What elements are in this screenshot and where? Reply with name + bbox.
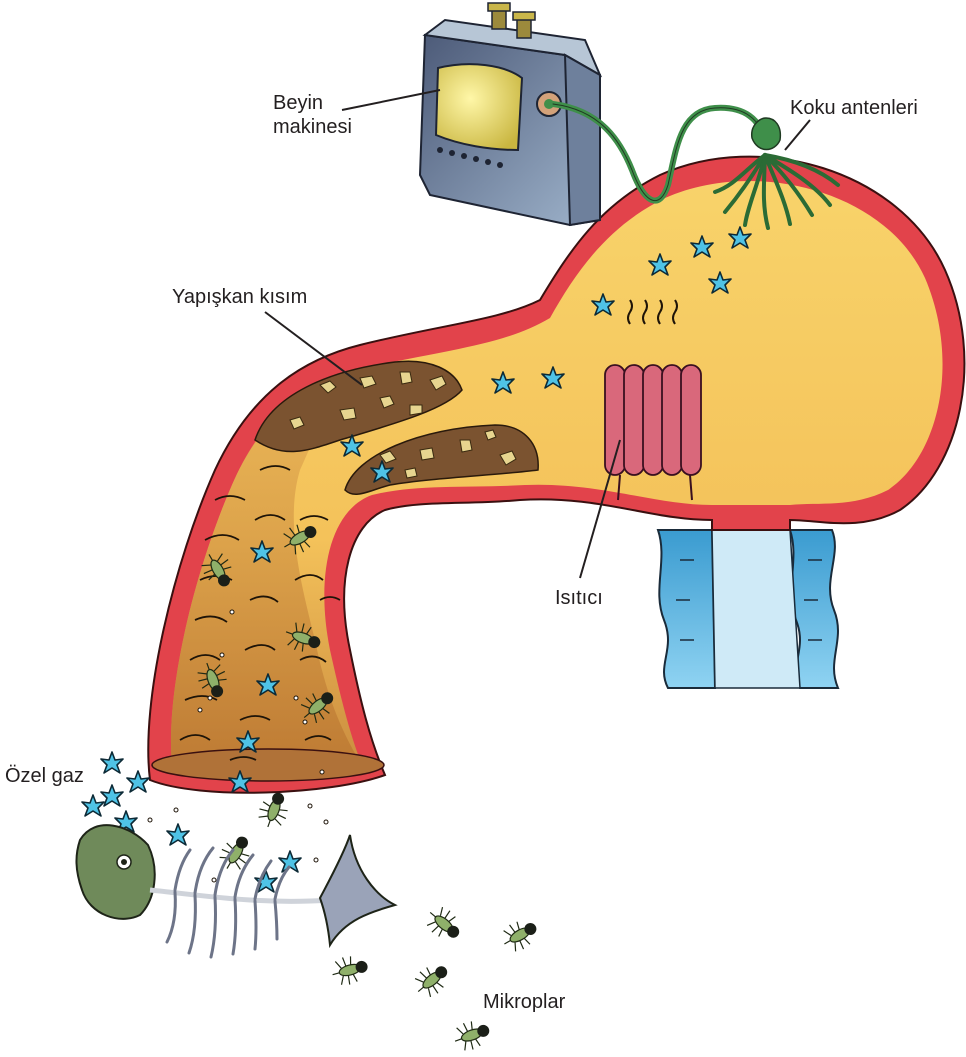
microbes-label: Mikroplar <box>483 990 565 1014</box>
sticky-part-label: Yapışkan kısım <box>172 285 307 309</box>
brain-machine-label-line2: makinesi <box>273 115 352 139</box>
brain-machine-label: Beyin makinesi <box>273 91 352 139</box>
nostril-ducts <box>658 530 838 688</box>
smell-antennae-label: Koku antenleri <box>790 96 918 120</box>
nasal-cavity <box>148 157 964 793</box>
brain-machine <box>420 3 600 225</box>
special-gas-label: Özel gaz <box>5 764 84 788</box>
heater-label: Isıtıcı <box>555 586 603 610</box>
brain-machine-label-line1: Beyin <box>273 91 352 115</box>
